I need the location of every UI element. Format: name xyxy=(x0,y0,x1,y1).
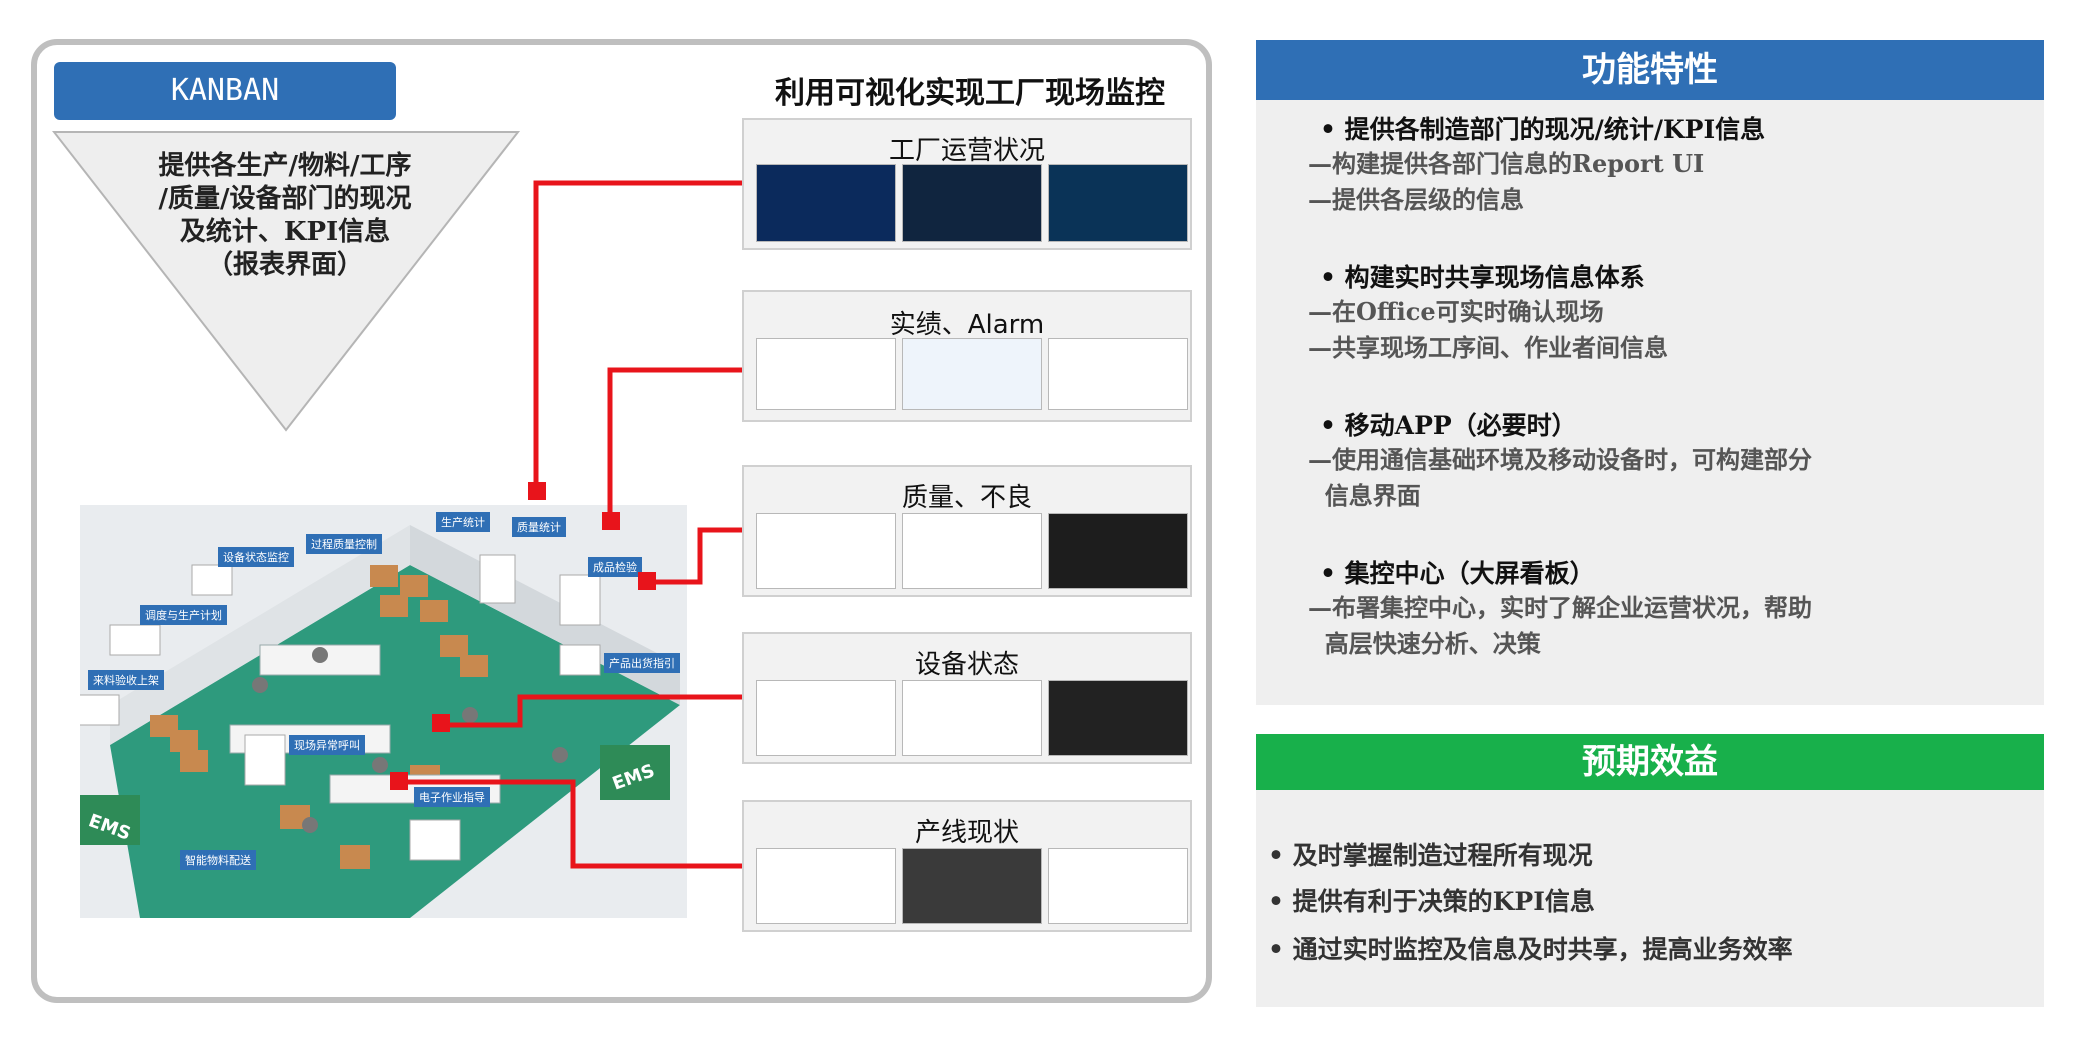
report-thumbnail xyxy=(1048,338,1188,410)
feature-sub: —构建提供各部门信息的Report UI xyxy=(1308,149,1705,178)
panel-quality-defects: 质量、不良 xyxy=(742,465,1192,597)
factory-label: 过程质量控制 xyxy=(306,534,382,554)
feature-bullet: • 移动APP（必要时） xyxy=(1320,411,1577,440)
benefit-item: • 提供有利于决策的KPI信息 xyxy=(1268,887,1595,916)
gauge-thumbnail xyxy=(902,680,1042,756)
panel-title: 设备状态 xyxy=(914,650,1019,680)
panel-equipment-status: 设备状态 xyxy=(742,632,1192,764)
dashboard-thumbnail xyxy=(902,164,1042,242)
factory-label: 生产统计 xyxy=(436,512,490,532)
feature-sub: —提供各层级的信息 xyxy=(1308,185,1524,214)
report-thumbnail xyxy=(902,513,1042,589)
factory-label: 设备状态监控 xyxy=(218,547,294,567)
feature-bullet: • 构建实时共享现场信息体系 xyxy=(1320,263,1645,292)
dashboard-thumbnail xyxy=(1048,164,1188,242)
line-thumbnail xyxy=(902,848,1042,924)
factory-label: 产品出货指引 xyxy=(604,653,680,673)
triangle-line: 提供各生产/物料/工序 xyxy=(158,151,412,181)
kanban-label: KANBAN xyxy=(54,62,396,120)
report-thumbnail xyxy=(902,338,1042,410)
factory-label: 成品检验 xyxy=(588,557,642,577)
feature-sub: —使用通信基础环境及移动设备时，可构建部分 xyxy=(1308,445,1812,474)
panel-title: 工厂运营状况 xyxy=(888,136,1045,166)
feature-sub: 高层快速分析、决策 xyxy=(1308,629,1541,658)
gauge-thumbnail xyxy=(756,680,896,756)
dashboard-thumbnail xyxy=(756,164,896,242)
kanban-triangle xyxy=(52,131,521,432)
factory-label: 电子作业指导 xyxy=(414,787,490,807)
feature-sub: —共享现场工序间、作业者间信息 xyxy=(1308,333,1668,362)
factory-label: 质量统计 xyxy=(512,517,566,537)
factory-label: 智能物料配送 xyxy=(180,850,256,870)
triangle-line: （报表界面） xyxy=(206,250,363,280)
benefits-header: 预期效益 xyxy=(1256,734,2044,790)
panel-results-alarm: 实绩、Alarm xyxy=(742,290,1192,422)
feature-sub: 信息界面 xyxy=(1308,481,1421,510)
feature-sub: —布署集控中心，实时了解企业运营状况，帮助 xyxy=(1308,593,1812,622)
factory-label: 现场异常呼叫 xyxy=(289,735,365,755)
gauge-thumbnail xyxy=(1048,680,1188,756)
factory-label: 来料验收上架 xyxy=(88,670,164,690)
feature-bullet: • 集控中心（大屏看板） xyxy=(1320,559,1595,588)
features-header: 功能特性 xyxy=(1256,40,2044,100)
panel-line-status: 产线现状 xyxy=(742,800,1192,932)
line-thumbnail xyxy=(1048,848,1188,924)
feature-sub: —在Office可实时确认现场 xyxy=(1308,297,1604,326)
benefit-item: • 通过实时监控及信息及时共享，提高业务效率 xyxy=(1268,935,1793,964)
report-thumbnail xyxy=(1048,513,1188,589)
triangle-line: /质量/设备部门的现况 xyxy=(158,184,412,214)
features-body xyxy=(1256,100,2044,705)
benefits-body xyxy=(1256,790,2044,1007)
triangle-line: 及统计、KPI信息 xyxy=(179,217,391,247)
report-thumbnail xyxy=(756,338,896,410)
triangle-text: 提供各生产/物料/工序 /质量/设备部门的现况 及统计、KPI信息 （报表界面） xyxy=(120,150,450,282)
report-thumbnail xyxy=(756,513,896,589)
connector-lines xyxy=(390,180,742,869)
line-thumbnail xyxy=(756,848,896,924)
main-title: 利用可视化实现工厂现场监控 xyxy=(775,76,1165,111)
panel-title: 产线现状 xyxy=(914,818,1019,848)
panel-factory-status: 工厂运营状况 xyxy=(742,118,1192,250)
factory-label: 调度与生产计划 xyxy=(140,605,227,625)
panel-title: 质量、不良 xyxy=(901,483,1032,513)
benefit-item: • 及时掌握制造过程所有现况 xyxy=(1268,841,1593,870)
panel-title: 实绩、Alarm xyxy=(889,310,1045,340)
feature-bullet: • 提供各制造部门的现况/统计/KPI信息 xyxy=(1320,115,1766,144)
factory-illustration: 生产统计 质量统计 过程质量控制 设备状态监控 成品检验 调度与生产计划 产品出… xyxy=(80,505,687,918)
